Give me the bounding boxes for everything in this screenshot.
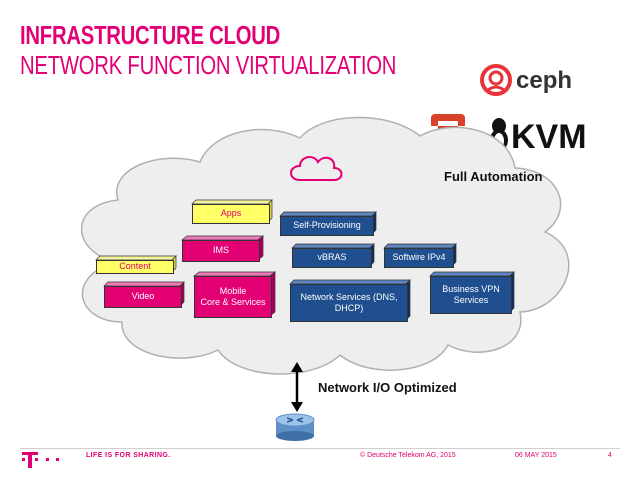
footer-date: 06 MAY 2015 [515, 452, 557, 459]
softwire-label: Softwire IPv4 [392, 252, 446, 263]
footer-copyright: © Deutsche Telekom AG, 2015 [360, 452, 456, 459]
content-label: Content [119, 261, 151, 272]
ceph-logo: ceph [478, 60, 578, 100]
ims-label: IMS [212, 245, 229, 256]
kvm-logo-text: KVM [511, 118, 587, 154]
ceph-logo-text: ceph [516, 67, 572, 94]
vbras-label: vBRAS [317, 252, 347, 263]
ceph-logo-mark [480, 64, 512, 96]
slide-title: INFRASTRUCTURE CLOUD [20, 20, 281, 50]
page-number: 4 [608, 452, 612, 459]
netservices-label-line2: DHCP) [334, 303, 364, 313]
mobile-label-line2: Core & Services [200, 297, 266, 307]
network-io-label: Network I/O Optimized [318, 380, 457, 395]
softwire-box: Softwire IPv4 [384, 248, 454, 268]
netservices-label-line1: Network Services (DNS, [300, 291, 398, 302]
bizvpn-label-line2: Services [453, 295, 489, 305]
content-box: Content [96, 260, 174, 274]
cloud-icon [290, 156, 343, 181]
network-io-arrow [291, 362, 303, 412]
slide-subtitle: NETWORK FUNCTION VIRTUALIZATION [20, 50, 397, 80]
self-provisioning-box: Self-Provisioning [280, 216, 374, 236]
router-icon [275, 413, 315, 441]
network-services-box: Network Services (DNS, DHCP) [290, 284, 408, 322]
business-vpn-box: Business VPN Services [430, 276, 512, 314]
bizvpn-label-line1: Business VPN [442, 283, 500, 294]
mobile-core-box: Mobile Core & Services [194, 276, 272, 318]
apps-box: Apps [192, 204, 270, 224]
vbras-box: vBRAS [292, 248, 372, 268]
video-box: Video [104, 286, 182, 308]
mobile-label-line1: Mobile [219, 285, 247, 296]
footer-slogan: LIFE IS FOR SHARING. [86, 452, 171, 459]
self-provisioning-label: Self-Provisioning [293, 220, 361, 231]
video-label: Video [131, 291, 155, 302]
ims-box: IMS [182, 240, 260, 262]
telekom-logo [22, 452, 59, 468]
footer-divider [20, 448, 620, 449]
full-automation-label: Full Automation [444, 169, 543, 184]
apps-label: Apps [220, 208, 242, 219]
